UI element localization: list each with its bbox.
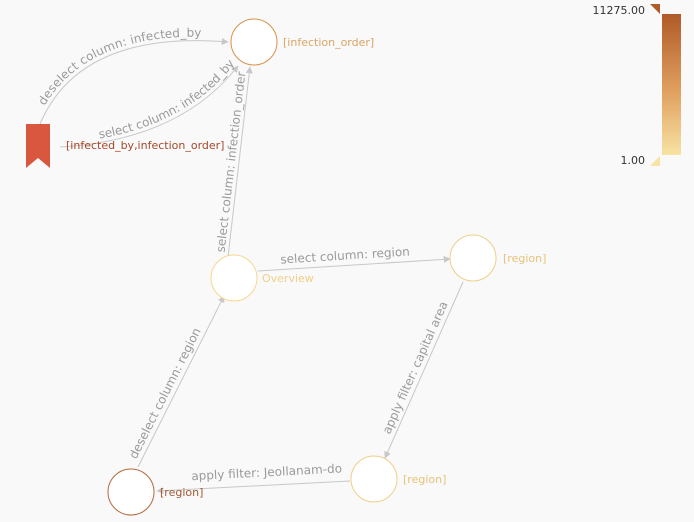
edge-label: apply filter: capital area <box>380 299 451 436</box>
node-region-bottom[interactable]: [region] <box>107 468 203 516</box>
edge-label: select column: infected_by <box>98 57 238 142</box>
node-label: [infection_order] <box>283 36 374 49</box>
svg-text:select column: region: select column: region <box>280 245 410 267</box>
edge-deselect-region[interactable]: deselect column: region <box>126 295 225 468</box>
bookmark-icon <box>26 124 50 168</box>
node-infection-order[interactable]: [infection_order] <box>230 18 374 66</box>
node-label: [region] <box>160 486 203 499</box>
edge-deselect-infected-by[interactable]: deselect column: infected_by <box>35 26 229 125</box>
edge-apply-filter-capital-area[interactable]: apply filter: capital area <box>380 281 464 459</box>
node-infected-by-infection-order[interactable]: [infected_by,infection_order] <box>26 124 224 168</box>
node-region-top[interactable]: [region] <box>449 234 546 282</box>
edge-select-infection-order[interactable]: select column: infection_order <box>214 66 253 258</box>
svg-text:select column: infected_by: select column: infected_by <box>98 57 238 142</box>
svg-text:apply filter: Jeollanam-do: apply filter: Jeollanam-do <box>191 461 342 483</box>
edge-select-infected-by[interactable]: select column: infected_by <box>59 57 239 148</box>
edge-label: deselect column: region <box>126 325 203 461</box>
legend-min-label: 1.00 <box>621 154 646 167</box>
edge-select-region[interactable]: select column: region <box>257 245 451 272</box>
node-label: Overview <box>262 272 314 285</box>
svg-text:deselect column: region: deselect column: region <box>126 325 203 461</box>
node-region-mid[interactable]: [region] <box>350 455 446 503</box>
svg-text:deselect column: infected_by: deselect column: infected_by <box>35 26 201 108</box>
node-label: [infected_by,infection_order] <box>66 139 224 152</box>
svg-text:select column: infection_order: select column: infection_order <box>214 71 249 253</box>
color-scale-legend: 11275.00 1.00 <box>593 4 681 167</box>
edge-label: apply filter: Jeollanam-do <box>191 461 342 483</box>
legend-max-marker <box>650 4 660 14</box>
node-label: [region] <box>503 252 546 265</box>
edge-label: select column: infection_order <box>214 71 249 253</box>
node-label: [region] <box>403 473 446 486</box>
legend-gradient-bar <box>662 14 681 155</box>
edge-label: select column: region <box>280 245 410 267</box>
legend-max-label: 11275.00 <box>593 4 646 17</box>
legend-min-marker <box>650 156 660 166</box>
edge-label: deselect column: infected_by <box>35 26 201 108</box>
svg-text:apply filter: capital area: apply filter: capital area <box>380 299 451 436</box>
node-overview[interactable]: Overview <box>210 254 314 302</box>
